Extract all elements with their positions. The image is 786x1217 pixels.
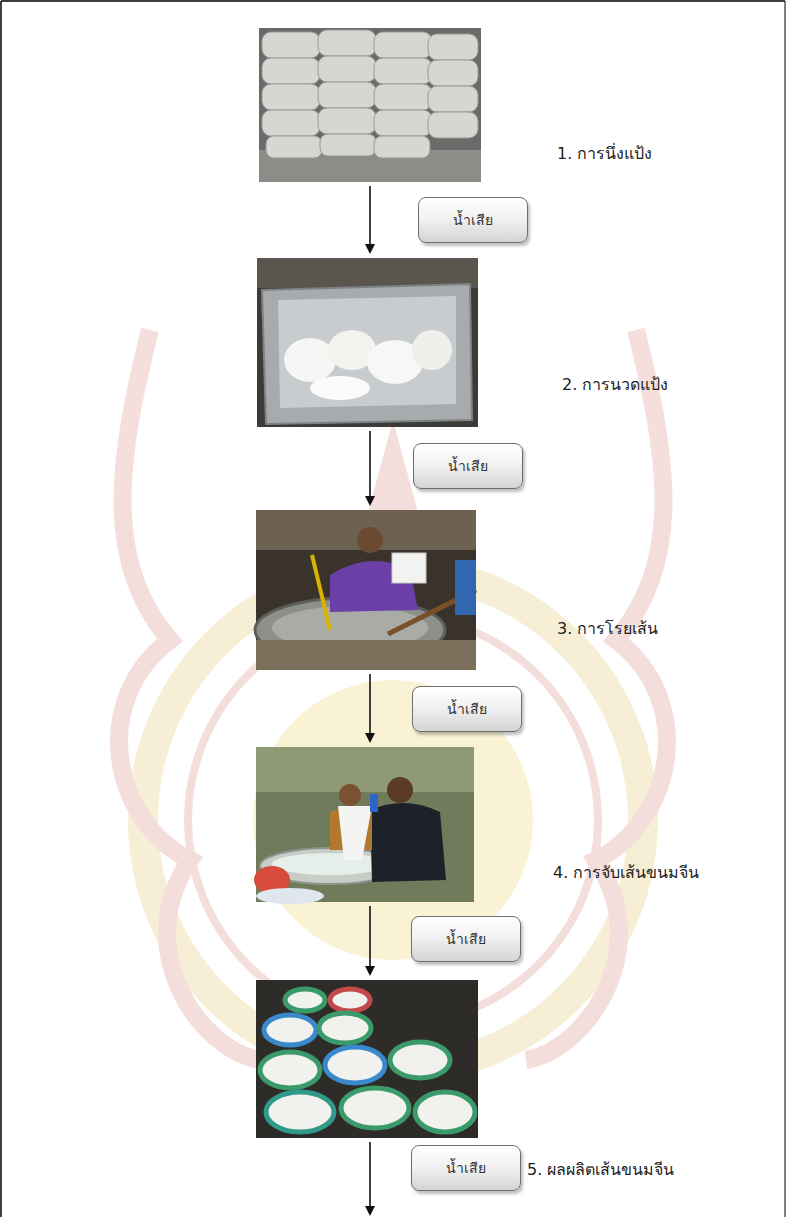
photo-kneading-box (257, 258, 478, 427)
waste-water-box: น้ำเสีย (411, 1145, 521, 1191)
watermark-emblem (119, 330, 667, 1070)
waste-water-box: น้ำเสีย (411, 916, 521, 962)
waste-water-text: น้ำเสีย (448, 455, 488, 477)
photo-flour-sacks (259, 28, 481, 182)
frame-line (1, 0, 785, 2)
frame-line (0, 1, 2, 1217)
step-label: 4. การจับเส้นขนมจีน (553, 860, 699, 885)
waste-water-box: น้ำเสีย (412, 686, 522, 732)
step-label: 1. การนึ่งแป้ง (557, 141, 652, 166)
waste-water-text: น้ำเสีย (446, 928, 486, 950)
step-label: 5. ผลผลิตเส้นขนมจีน (527, 1157, 674, 1182)
waste-water-text: น้ำเสีย (446, 1157, 486, 1179)
photo-extruding-noodles (255, 510, 476, 670)
waste-water-box: น้ำเสีย (413, 443, 523, 489)
waste-water-text: น้ำเสีย (453, 209, 493, 231)
waste-water-text: น้ำเสีย (447, 698, 487, 720)
frame-line (785, 1, 786, 1217)
photo-catching-noodles (254, 747, 474, 904)
waste-water-box: น้ำเสีย (418, 197, 528, 243)
photo-finished-noodles (256, 980, 478, 1138)
flow-arrow (369, 186, 371, 1214)
step-label: 3. การโรยเส้น (557, 616, 658, 641)
step-label: 2. การนวดแป้ง (562, 372, 668, 397)
